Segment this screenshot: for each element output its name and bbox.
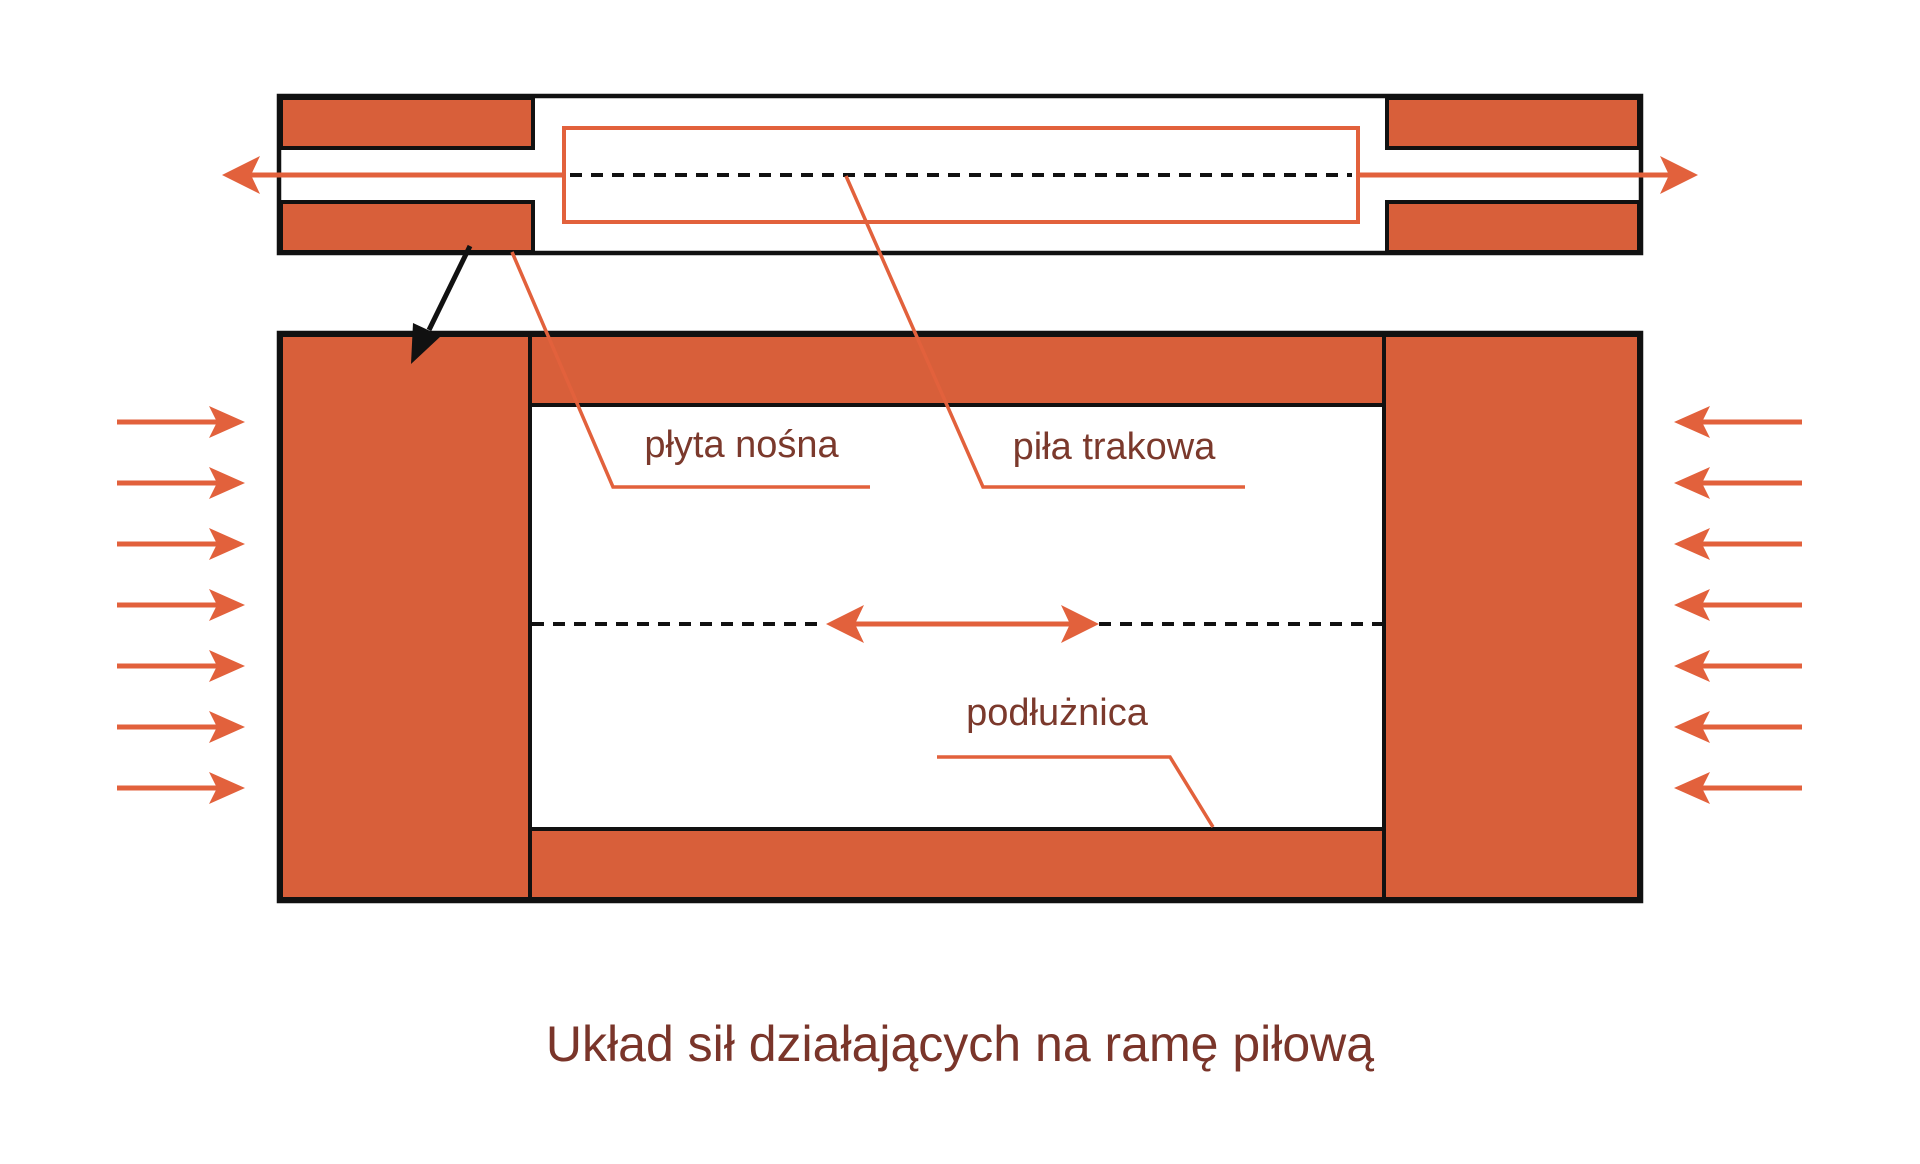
force-arrow (1674, 406, 1802, 438)
force-arrow (1674, 467, 1802, 499)
frame-crossbar-bottom (528, 827, 1386, 901)
force-arrow (117, 528, 245, 560)
frame-crossbar-top (528, 333, 1386, 407)
force-arrow (117, 467, 245, 499)
leader-plyta-nosna (510, 251, 870, 489)
leader-lines (510, 175, 1245, 828)
figure-caption: Układ sił działających na ramę piłową (545, 1016, 1375, 1072)
mounting-pointer-arrow (411, 244, 473, 364)
label-podluznica: podłużnica (966, 692, 1148, 734)
saw-frame (276, 330, 1644, 904)
force-arrows-right (1674, 406, 1802, 804)
force-arrow (117, 772, 245, 804)
clamp-plate-lower-left (279, 200, 535, 254)
label-pila-trakowa: piła trakowa (1012, 426, 1216, 468)
clamp-plates (279, 96, 1641, 254)
force-arrow (1674, 528, 1802, 560)
leader-pila-trakowa (844, 175, 1245, 489)
clamp-plate-lower-right (1385, 200, 1641, 254)
tension-arrow-left (222, 156, 564, 194)
clamp-plate-upper-right (1385, 96, 1641, 150)
force-arrow (1674, 650, 1802, 682)
frame-members (279, 333, 1641, 901)
force-arrow (1674, 711, 1802, 743)
tension-arrows (222, 156, 1698, 194)
clamp-plate-upper-left (279, 96, 535, 150)
frame-column-left (279, 333, 532, 901)
force-arrow (1674, 589, 1802, 621)
double-headed-arrow (826, 605, 1099, 643)
leader-podluznica (937, 755, 1215, 828)
force-arrow (117, 711, 245, 743)
top-assembly (222, 93, 1698, 256)
label-plyta-nosna: płyta nośna (644, 424, 839, 466)
force-arrow (117, 589, 245, 621)
force-arrow (117, 650, 245, 682)
tension-arrow-right (1358, 156, 1698, 194)
force-arrow (1674, 772, 1802, 804)
frame-column-right (1382, 333, 1641, 901)
force-arrow (117, 406, 245, 438)
force-arrows-left (117, 406, 245, 804)
